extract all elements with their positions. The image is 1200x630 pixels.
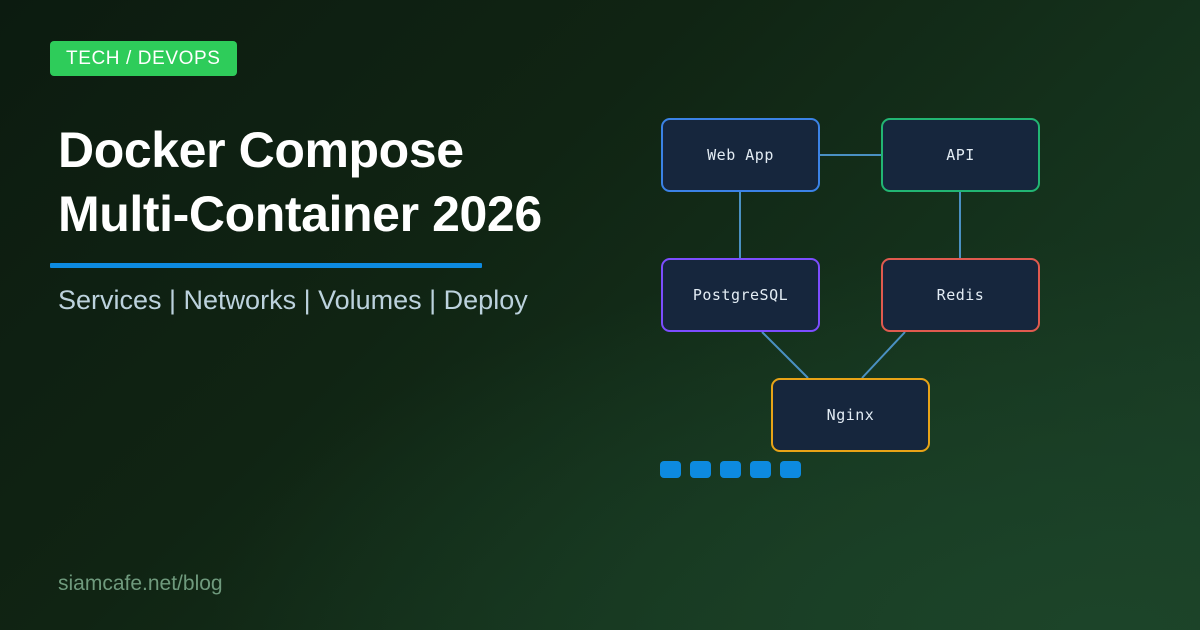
diagram-node-api[interactable]: API	[881, 118, 1040, 192]
subtitle: Services | Networks | Volumes | Deploy	[58, 285, 528, 315]
page-title: Docker Compose Multi-Container 2026	[58, 118, 658, 246]
category-badge: TECH / DEVOPS	[50, 41, 237, 76]
page-title-line-1: Docker Compose	[58, 122, 464, 178]
progress-dot[interactable]	[690, 461, 711, 478]
progress-dot[interactable]	[720, 461, 741, 478]
diagram-node-redis[interactable]: Redis	[881, 258, 1040, 332]
diagram-node-nginx[interactable]: Nginx	[771, 378, 930, 452]
progress-dot[interactable]	[660, 461, 681, 478]
diagram-node-postgresql[interactable]: PostgreSQL	[661, 258, 820, 332]
page-title-line-2: Multi-Container 2026	[58, 186, 542, 242]
diagram-node-web-app[interactable]: Web App	[661, 118, 820, 192]
progress-dot[interactable]	[750, 461, 771, 478]
progress-dots	[660, 461, 801, 478]
progress-dot[interactable]	[780, 461, 801, 478]
footer-url: siamcafe.net/blog	[58, 572, 223, 595]
accent-divider	[50, 263, 482, 268]
category-badge-label: TECH / DEVOPS	[66, 47, 221, 69]
edge-redis-to-nginx	[861, 331, 906, 379]
edge-postgresql-to-nginx	[761, 331, 809, 379]
